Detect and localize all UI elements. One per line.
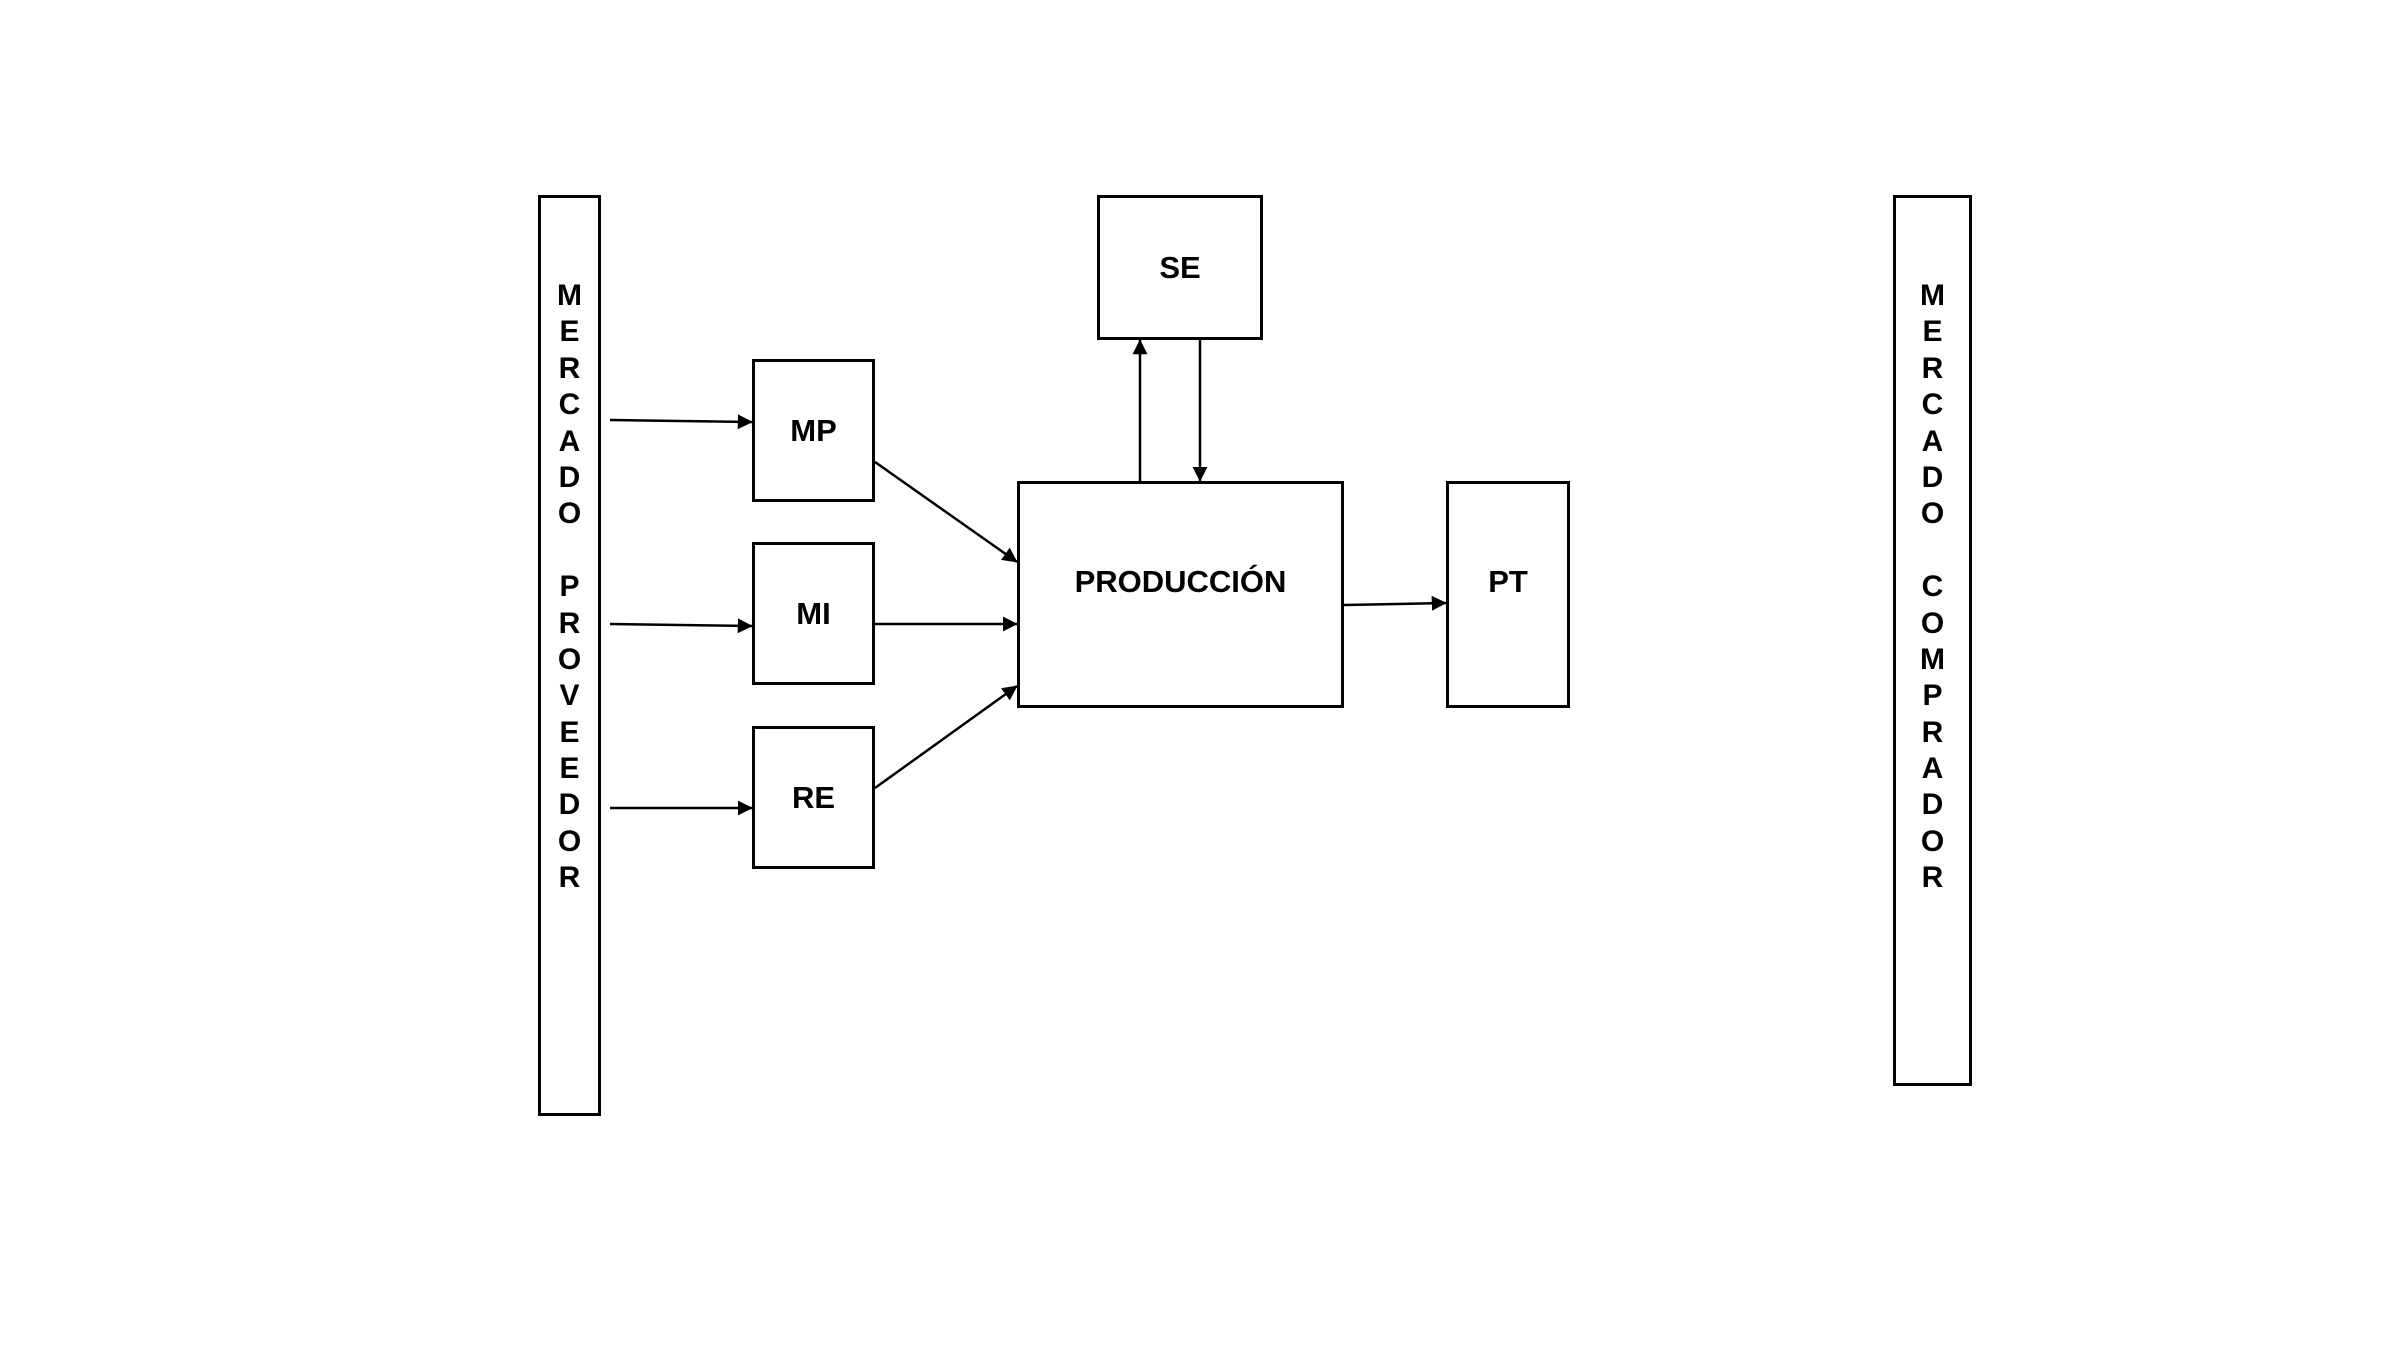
- vertical-letter: D: [1921, 460, 1944, 494]
- vertical-letter: O: [557, 497, 582, 531]
- vertical-letter: R: [558, 606, 581, 640]
- vertical-letter: R: [558, 351, 581, 385]
- vertical-letter: O: [557, 642, 582, 676]
- vertical-letter: C: [1921, 388, 1944, 422]
- vertical-letter: R: [1921, 351, 1944, 385]
- vertical-letter: O: [1920, 606, 1945, 640]
- arrow-supplier-to-mi: [609, 618, 753, 634]
- node-pt-label: PT: [1488, 564, 1528, 599]
- vertical-letter: O: [1920, 497, 1945, 531]
- vertical-letter: E: [559, 315, 580, 349]
- vertical-letter: D: [558, 460, 581, 494]
- vertical-letter: M: [557, 279, 582, 312]
- vertical-letter: P: [1922, 679, 1943, 713]
- vertical-letter: V: [559, 679, 580, 713]
- node-mi: MI: [752, 542, 875, 685]
- vertical-letter: A: [1921, 424, 1944, 458]
- arrow-production-to-pt: [1343, 595, 1447, 611]
- vertical-letter: [541, 533, 598, 569]
- node-production-label: PRODUCCIÓN: [1074, 564, 1287, 599]
- vertical-letter: D: [558, 788, 581, 822]
- vertical-letter: P: [559, 570, 580, 604]
- vertical-letter: A: [1921, 752, 1944, 786]
- arrow-supplier-to-mp: [609, 414, 753, 430]
- vertical-letter: E: [559, 752, 580, 786]
- vertical-letter: [1896, 533, 1969, 569]
- vertical-letter: E: [1922, 315, 1943, 349]
- node-re: RE: [752, 726, 875, 869]
- node-mp: MP: [752, 359, 875, 502]
- arrow-mp-to-production: [874, 460, 1018, 564]
- vertical-letter: R: [1921, 715, 1944, 749]
- vertical-letter: C: [558, 388, 581, 422]
- vertical-letter: A: [558, 424, 581, 458]
- vertical-letter: O: [1920, 824, 1945, 858]
- vertical-letter: E: [559, 715, 580, 749]
- vertical-letter: R: [1921, 861, 1944, 895]
- vertical-letter: R: [558, 861, 581, 895]
- vertical-letter: M: [1920, 279, 1945, 312]
- vertical-letter: M: [1920, 642, 1945, 676]
- arrow-re-to-production: [874, 684, 1018, 790]
- node-se: SE: [1097, 195, 1263, 340]
- vertical-letter: D: [1921, 788, 1944, 822]
- node-pt: PT: [1446, 481, 1570, 708]
- node-production: PRODUCCIÓN: [1017, 481, 1344, 708]
- vertical-letter: C: [1921, 570, 1944, 604]
- vertical-letter: O: [557, 824, 582, 858]
